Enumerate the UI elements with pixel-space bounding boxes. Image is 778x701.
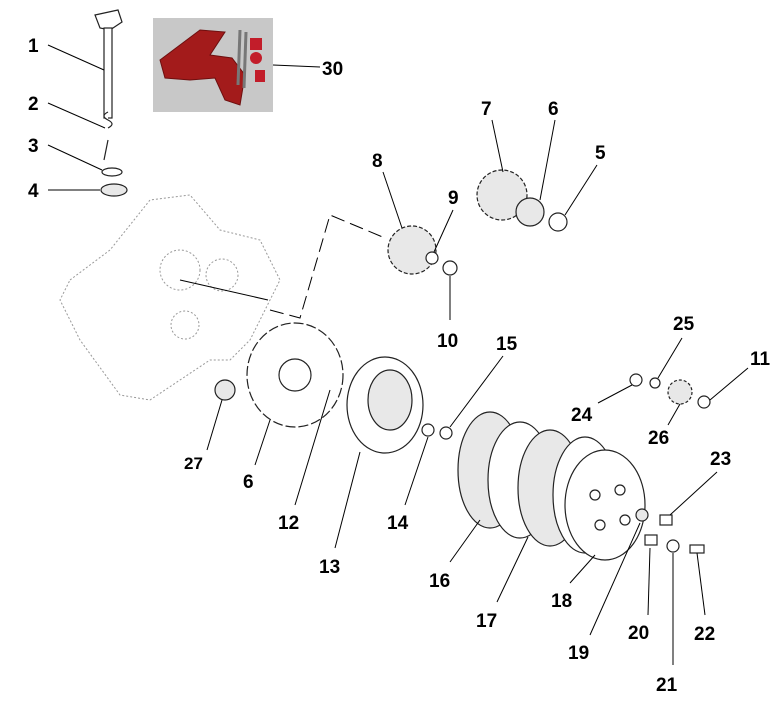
callout-6-upper: 6 <box>548 99 559 120</box>
callout-25: 25 <box>673 314 695 335</box>
part-1-shift-shaft <box>94 9 123 119</box>
callout-21: 21 <box>656 675 678 696</box>
callout-23: 23 <box>710 449 731 470</box>
part-7-gear <box>476 169 528 221</box>
part-30-photo <box>153 18 273 112</box>
part-9-washer <box>425 251 439 265</box>
part-2-spring <box>103 111 113 161</box>
callout-27: 27 <box>184 454 203 473</box>
callout-17: 17 <box>476 611 497 632</box>
callout-24: 24 <box>571 405 593 426</box>
callout-18: 18 <box>551 591 572 612</box>
part-10-nut <box>442 260 458 276</box>
part-19-bearing <box>635 508 649 522</box>
part-3-washer <box>101 167 123 177</box>
callout-14: 14 <box>387 513 409 534</box>
part-4-seal <box>100 183 128 197</box>
callout-1: 1 <box>28 36 39 57</box>
callout-16: 16 <box>429 571 450 592</box>
part-24-nut <box>629 373 643 387</box>
part-5-nut <box>548 212 568 232</box>
callout-2: 2 <box>28 94 39 115</box>
part-22-bolt <box>689 544 705 554</box>
callout-5: 5 <box>595 143 606 164</box>
part-26-gear <box>667 379 693 405</box>
callout-12: 12 <box>278 513 299 534</box>
part-11-washer <box>697 395 711 409</box>
callout-6-lower: 6 <box>243 472 254 493</box>
part-8-gear <box>387 225 437 275</box>
callout-13: 13 <box>319 557 340 578</box>
callout-3: 3 <box>28 136 39 157</box>
part-6-gear <box>515 197 545 227</box>
part-15-nut <box>439 426 453 440</box>
callout-4: 4 <box>28 181 39 202</box>
callout-30: 30 <box>322 59 343 80</box>
callout-8: 8 <box>372 151 383 172</box>
leader-lines <box>47 44 749 665</box>
part-23-spring <box>659 514 673 526</box>
part-21-washer <box>666 539 680 553</box>
part-27-bearing <box>214 379 236 401</box>
part-25-washer <box>649 377 661 389</box>
callout-26: 26 <box>648 428 669 449</box>
callout-19: 19 <box>568 643 589 664</box>
crankcase-outline <box>59 194 386 401</box>
part-13-clutch-hub <box>346 356 424 454</box>
part-18-pressure-plate <box>564 449 646 561</box>
callout-10: 10 <box>437 331 458 352</box>
callout-9: 9 <box>448 188 459 209</box>
callout-20: 20 <box>628 623 649 644</box>
callout-22: 22 <box>694 624 715 645</box>
callout-11: 11 <box>750 349 771 370</box>
part-14-washer <box>421 423 435 437</box>
part-20-spring <box>644 534 658 546</box>
part-6-clutch-basket <box>246 322 344 428</box>
callout-7: 7 <box>481 99 492 120</box>
callout-labels: 1 2 3 4 30 7 6 5 8 9 10 25 11 15 24 26 2… <box>28 36 771 696</box>
callout-15: 15 <box>496 334 518 355</box>
